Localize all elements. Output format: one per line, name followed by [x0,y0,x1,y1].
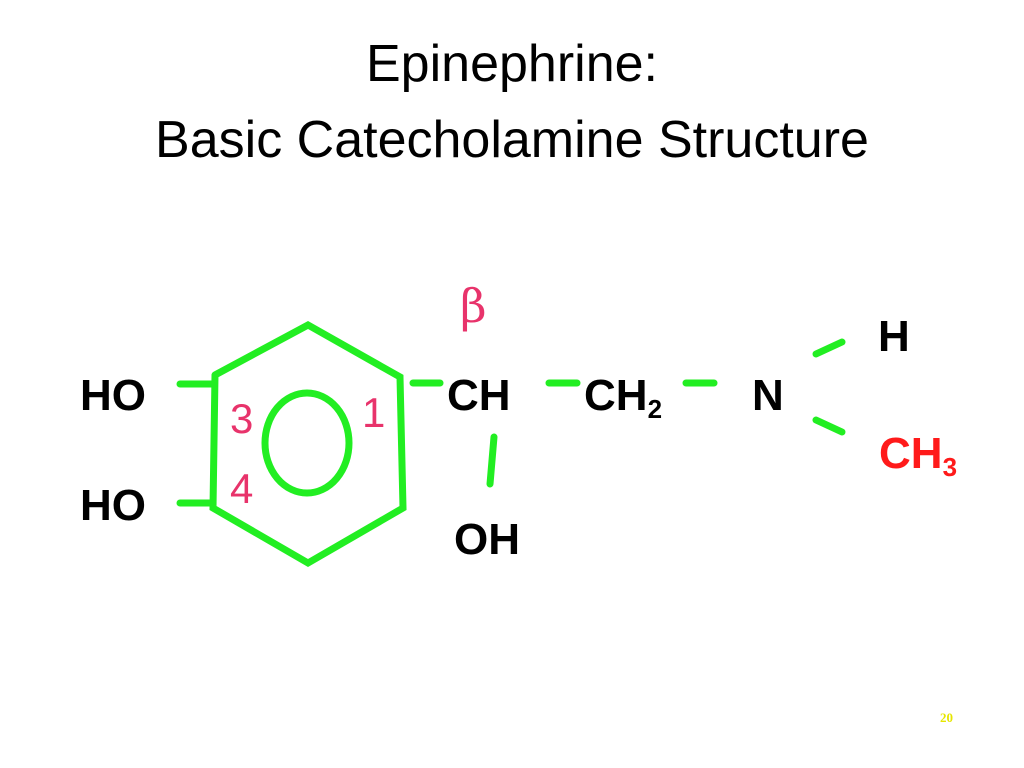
hydroxyl-4-label: HO [80,481,146,530]
ring-position-1: 1 [362,389,386,436]
page-number: 20 [940,710,953,725]
beta-carbon-label: β [460,279,487,333]
bond-ch-oh [486,433,498,488]
hydroxyl-3-label: HO [80,371,146,420]
benzene-ring [209,321,407,568]
bond-n-ch3 [812,416,846,436]
nitrogen-n: N [752,371,784,420]
ring-position-3: 3 [230,395,254,442]
slide-title-line1: Epinephrine: [366,35,658,93]
beta-hydroxyl-oh: OH [454,515,520,564]
ring-position-4: 4 [230,465,254,512]
aromatic-circle [261,389,353,497]
slide-title-line2: Basic Catecholamine Structure [155,111,869,169]
methyl-subscript: 3 [942,452,958,482]
methylene-subscript: 2 [647,394,663,424]
n-methyl-ch3: CH3 [879,430,957,483]
beta-carbon-ch: CH [447,371,511,420]
methylene-symbol: CH [584,371,648,420]
bond-n-h [812,338,846,358]
methyl-symbol: CH [879,429,943,478]
methylene-ch2: CH2 [584,372,662,425]
amine-hydrogen-h: H [878,312,910,361]
